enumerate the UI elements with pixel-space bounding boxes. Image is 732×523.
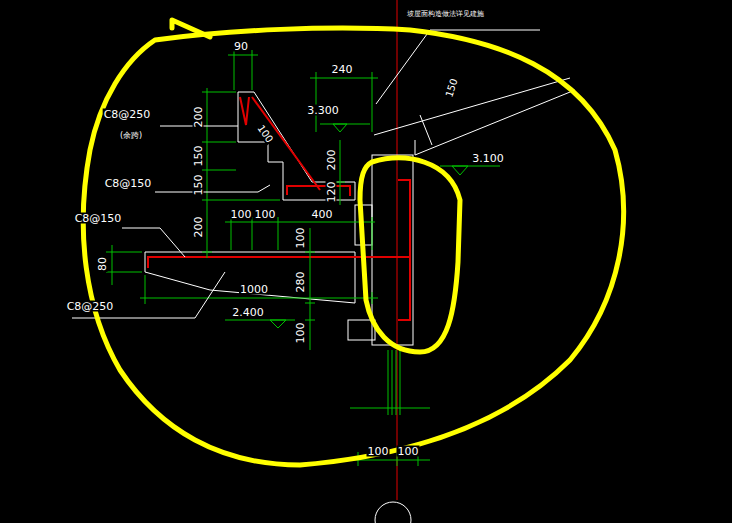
dimension-text: 240 bbox=[331, 64, 354, 75]
dimension-lines bbox=[106, 50, 500, 466]
dimension-text: 100 bbox=[230, 209, 253, 220]
highlight-marks bbox=[83, 20, 623, 465]
dimension-text: 80 bbox=[97, 256, 108, 272]
elevation-mark: 3.300 bbox=[306, 105, 340, 116]
dimension-text: 200 bbox=[193, 106, 204, 129]
elevation-mark: 2.400 bbox=[231, 307, 265, 318]
rebar-callout: C8@150 bbox=[104, 178, 153, 189]
dimension-text: 200 bbox=[193, 216, 204, 239]
dimension-text: 100 bbox=[295, 322, 306, 345]
dimension-text: 150 bbox=[444, 76, 460, 99]
rebar-callout: C8@250 bbox=[66, 301, 115, 312]
dimension-text: 100 bbox=[367, 446, 390, 457]
dimension-text: 100 bbox=[397, 446, 420, 457]
dimension-text: 400 bbox=[311, 209, 334, 220]
rebar bbox=[148, 97, 410, 320]
dimension-text: 280 bbox=[295, 271, 306, 294]
dimension-text: 120 bbox=[326, 181, 337, 204]
dimension-text: 200 bbox=[326, 149, 337, 172]
leader-lines bbox=[72, 126, 270, 318]
dimension-text: 100 bbox=[254, 209, 277, 220]
rebar-callout: (余跨) bbox=[119, 132, 143, 140]
rebar-callout: C8@150 bbox=[74, 213, 123, 224]
axis-bubble bbox=[375, 502, 411, 523]
dimension-text: 150 bbox=[193, 174, 204, 197]
rebar-callout: C8@250 bbox=[103, 109, 152, 120]
elevation-mark: 3.100 bbox=[471, 153, 505, 164]
dimension-text: 1000 bbox=[239, 284, 269, 295]
dimension-text: 150 bbox=[193, 145, 204, 168]
dimension-text: 90 bbox=[233, 41, 249, 52]
dimension-text: 100 bbox=[295, 227, 306, 250]
note-text: 坡屋面构造做法详见建施 bbox=[406, 11, 485, 18]
